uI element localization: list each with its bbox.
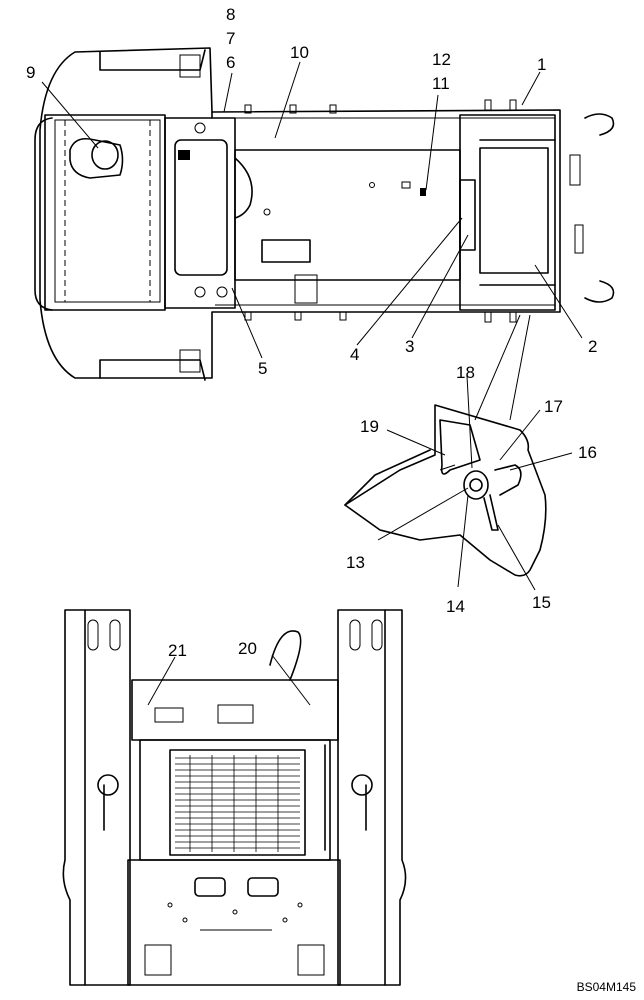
callout-18: 18: [456, 363, 475, 382]
callout-labels: 1 2 3 4 5 6 7 8 9 10 11 12 13 14 15 16 1…: [26, 5, 597, 660]
drawing-code: BS04M145: [576, 980, 636, 994]
rear-view-frame: [62, 609, 407, 986]
callout-1: 1: [537, 55, 546, 74]
callout-16: 16: [578, 443, 597, 462]
callout-11: 11: [432, 74, 450, 93]
callout-7: 7: [226, 29, 235, 48]
callout-15: 15: [532, 593, 551, 612]
callout-5: 5: [258, 359, 267, 378]
callout-17: 17: [544, 397, 563, 416]
callout-13: 13: [346, 553, 365, 572]
callout-6: 6: [226, 53, 235, 72]
callout-21: 21: [168, 641, 187, 660]
callout-19: 19: [360, 417, 379, 436]
callout-10: 10: [290, 43, 309, 62]
top-view-frame: [34, 47, 615, 381]
radiator-grill: [175, 755, 300, 852]
callout-8: 8: [226, 5, 235, 24]
leader-lines: [41, 61, 583, 706]
callout-20: 20: [238, 639, 257, 658]
callout-14: 14: [446, 597, 465, 616]
detail-view: [344, 404, 547, 577]
callout-2: 2: [588, 337, 597, 356]
callout-9: 9: [26, 63, 35, 82]
callout-4: 4: [350, 345, 359, 364]
callout-3: 3: [405, 337, 414, 356]
callout-12: 12: [432, 50, 451, 69]
